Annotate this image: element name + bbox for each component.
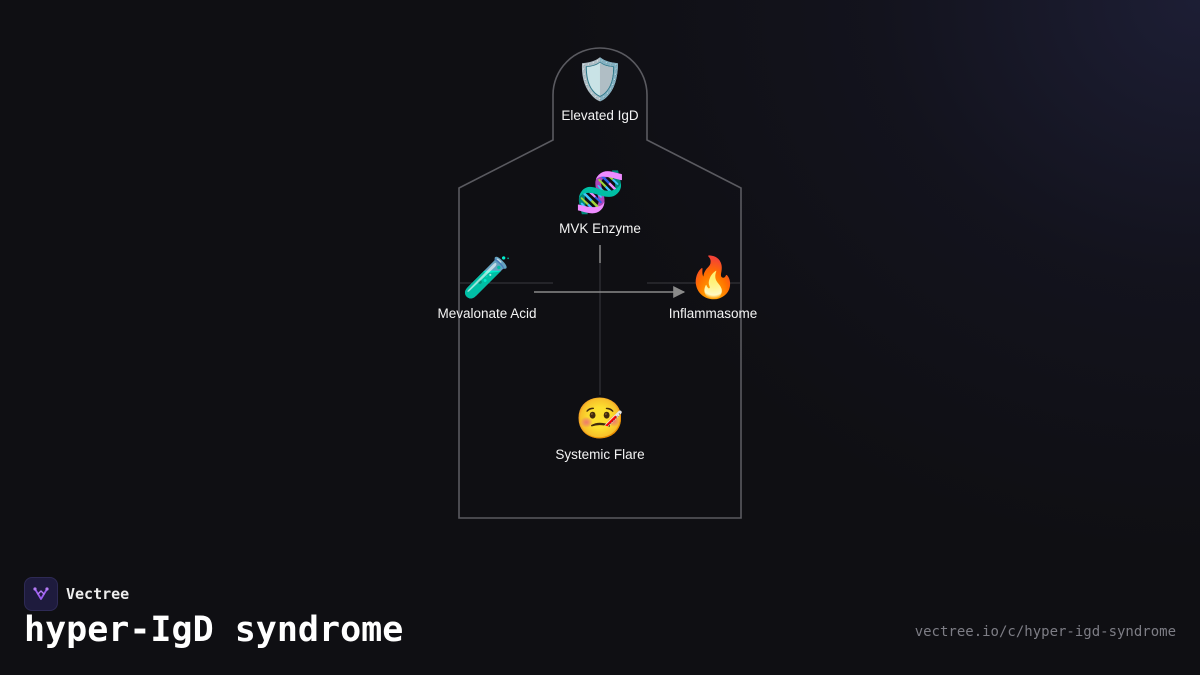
node-mevalonate-acid: 🧪 Mevalonate Acid bbox=[387, 254, 587, 321]
node-label: MVK Enzyme bbox=[559, 221, 641, 236]
brand[interactable]: Vectree bbox=[24, 577, 129, 611]
shield-icon: 🛡️ bbox=[575, 57, 625, 103]
node-label: Inflammasome bbox=[668, 306, 758, 321]
bottle-outline bbox=[458, 47, 742, 519]
page-url[interactable]: vectree.io/c/hyper-igd-syndrome bbox=[914, 624, 1176, 640]
node-systemic-flare: 🤒 Systemic Flare bbox=[500, 395, 700, 462]
test-tube-icon: 🧪 bbox=[462, 255, 512, 301]
sick-face-icon: 🤒 bbox=[575, 396, 625, 442]
fire-icon: 🔥 bbox=[688, 255, 738, 301]
node-label: Elevated IgD bbox=[561, 108, 639, 123]
node-inflammasome: 🔥 Inflammasome bbox=[613, 254, 813, 321]
node-label: Systemic Flare bbox=[555, 447, 645, 462]
page-title: hyper-IgD syndrome bbox=[24, 610, 404, 650]
dna-icon: 🧬 bbox=[575, 170, 625, 216]
brand-name: Vectree bbox=[66, 585, 130, 603]
node-label: Mevalonate Acid bbox=[437, 306, 537, 321]
node-elevated-igd: 🛡️ Elevated IgD bbox=[500, 56, 700, 123]
vectree-logo-icon bbox=[24, 577, 58, 611]
node-mvk-enzyme: 🧬 MVK Enzyme bbox=[500, 169, 700, 236]
